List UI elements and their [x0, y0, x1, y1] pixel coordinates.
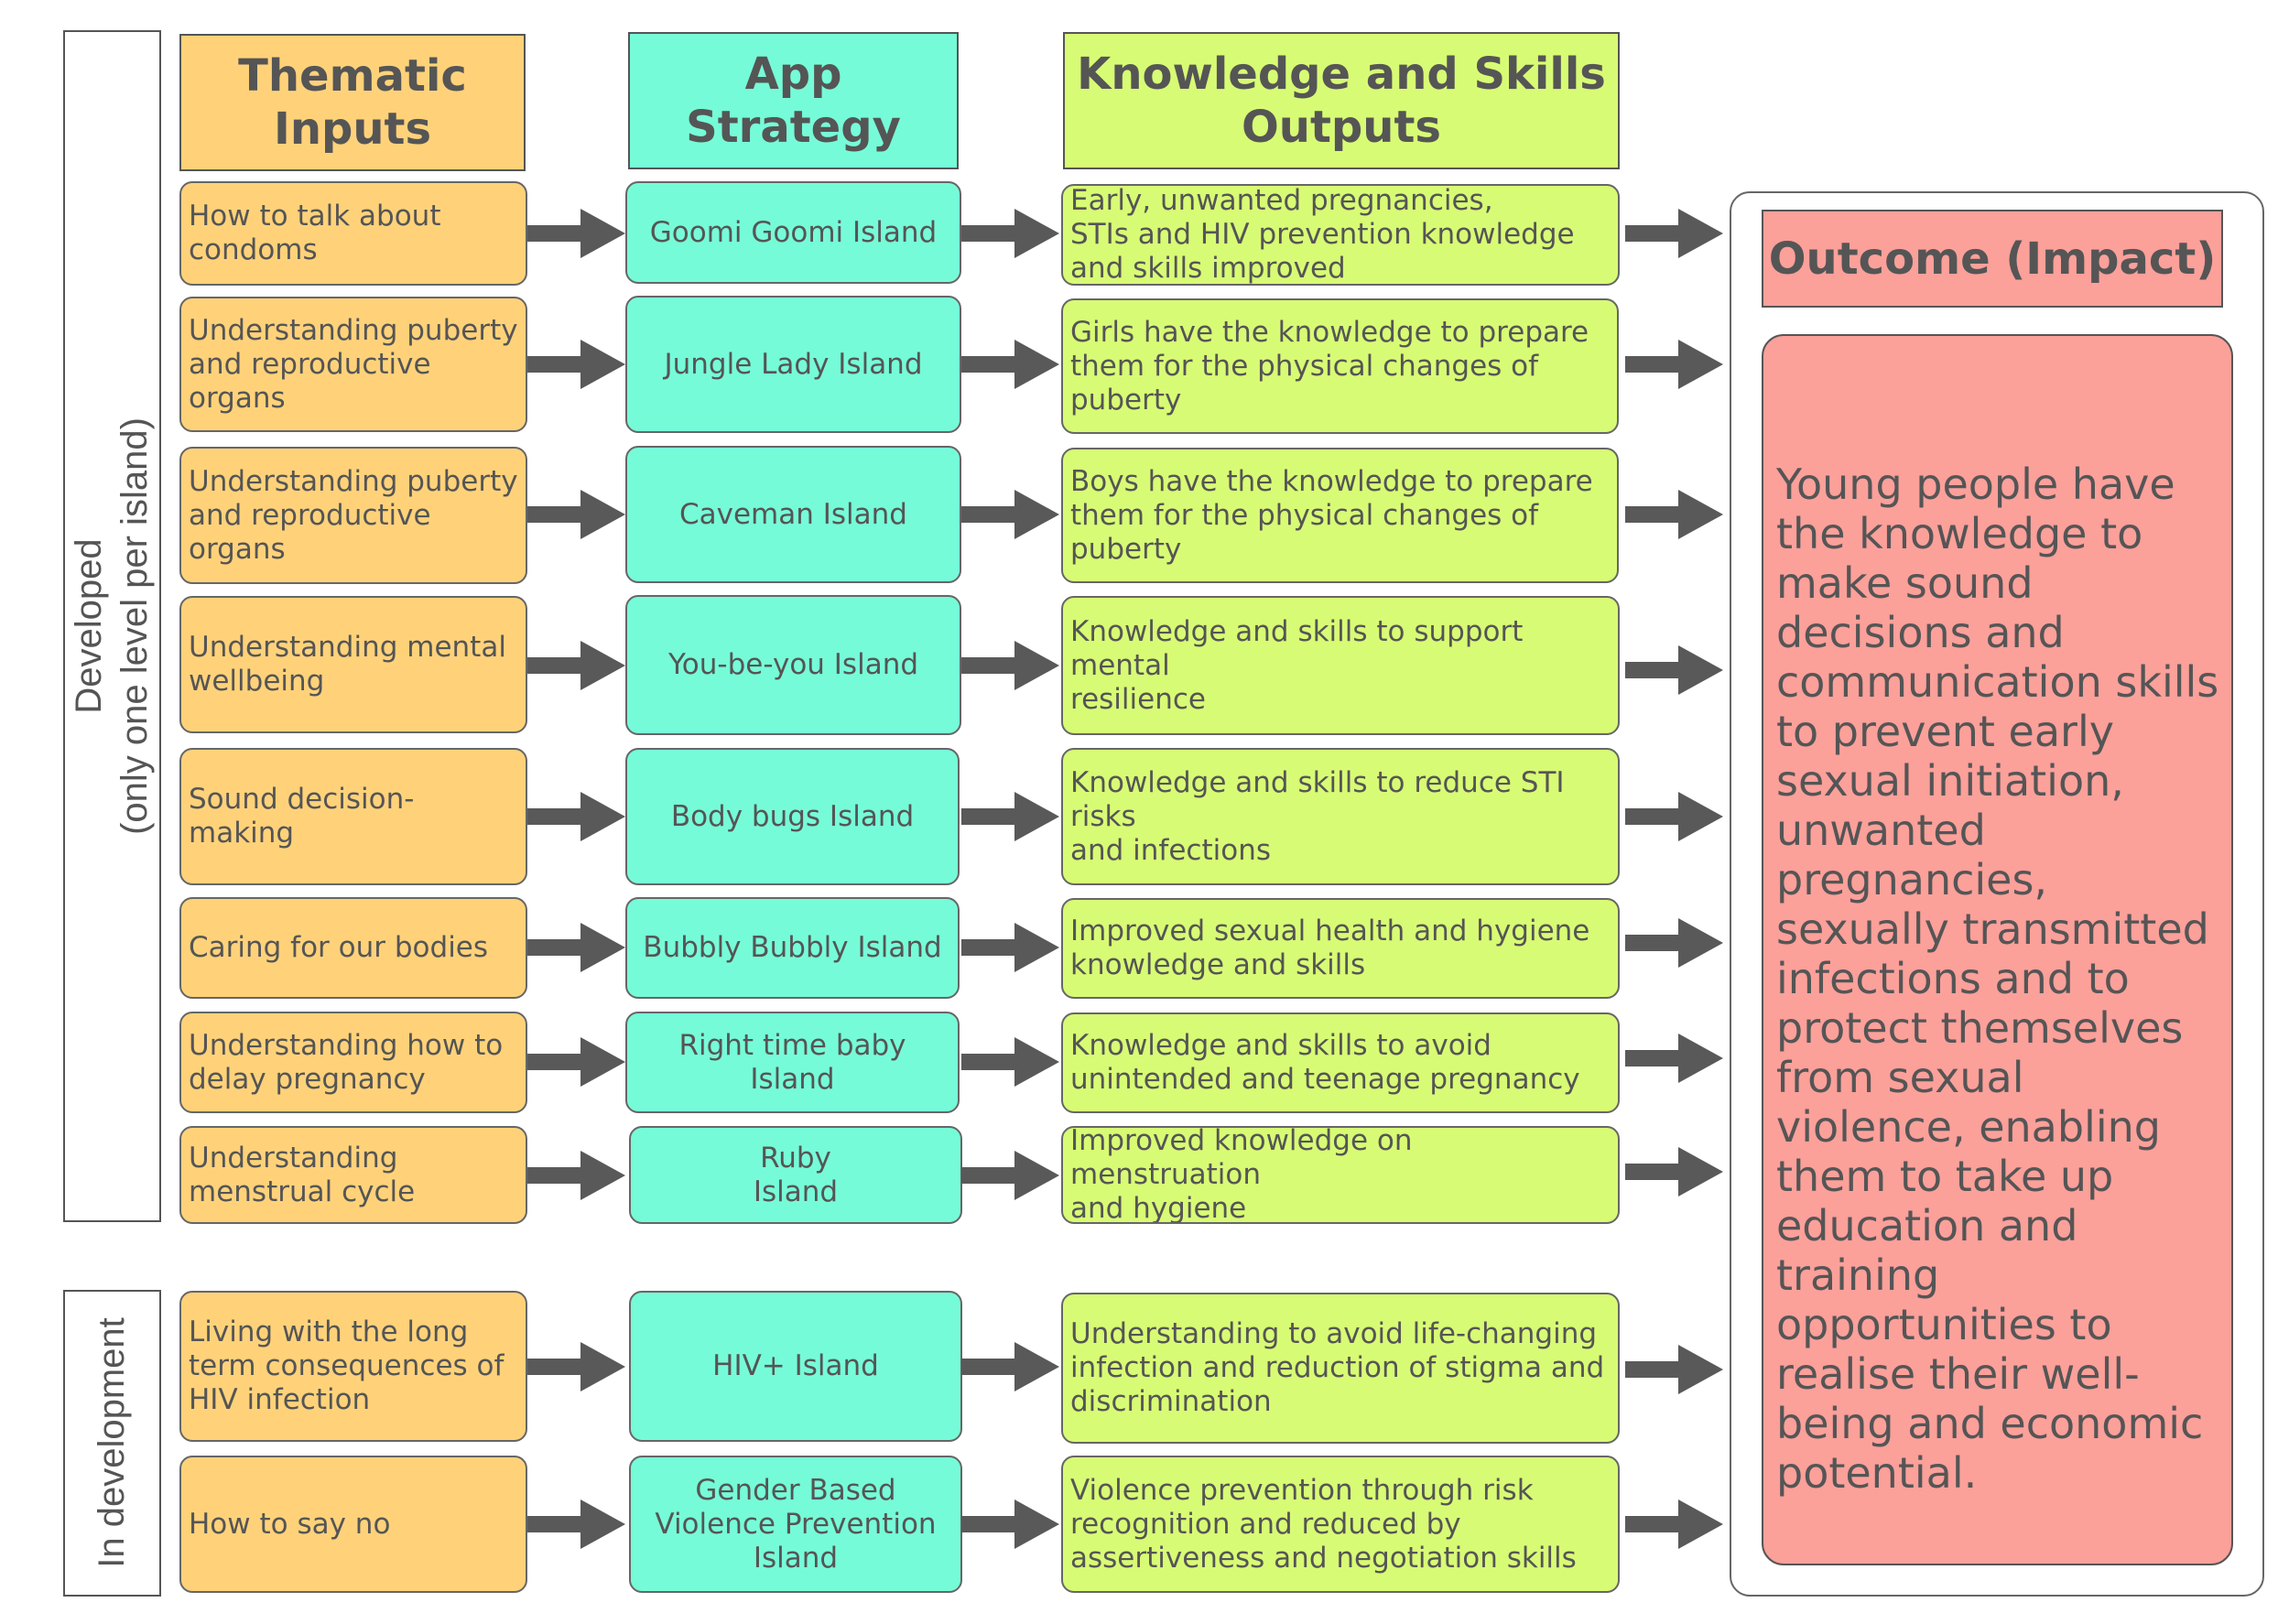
app-strategy-island-box: Jungle Lady Island	[625, 296, 961, 433]
right-arrow-icon	[1625, 1034, 1723, 1083]
right-arrow-icon	[961, 1151, 1059, 1200]
app-strategy-header: App Strategy	[628, 32, 959, 169]
knowledge-output-box: Knowledge and skills to support mental r…	[1061, 596, 1620, 735]
thematic-input-box: Caring for our bodies	[179, 897, 527, 999]
developed-group-label: Developed (only one level per island)	[69, 417, 155, 835]
app-strategy-island-box: Gender Based Violence Prevention Island	[629, 1456, 962, 1593]
right-arrow-icon	[1625, 645, 1723, 695]
knowledge-output-box: Violence prevention through risk recogni…	[1061, 1456, 1620, 1593]
app-strategy-island-box: Caveman Island	[625, 446, 961, 583]
thematic-input-box: Living with the long term consequences o…	[179, 1291, 527, 1442]
right-arrow-icon	[527, 1342, 625, 1391]
right-arrow-icon	[1625, 1345, 1723, 1394]
right-arrow-icon	[961, 490, 1059, 539]
knowledge-output-box: Understanding to avoid life-changing inf…	[1061, 1293, 1620, 1444]
app-strategy-island-box: Right time baby Island	[625, 1012, 960, 1113]
right-arrow-icon	[527, 1151, 625, 1200]
right-arrow-icon	[1625, 1499, 1723, 1549]
right-arrow-icon	[527, 340, 625, 389]
right-arrow-icon	[961, 641, 1059, 690]
thematic-input-box: How to say no	[179, 1456, 527, 1593]
app-strategy-island-box: Body bugs Island	[625, 748, 960, 885]
knowledge-output-box: Knowledge and skills to reduce STI risks…	[1061, 748, 1620, 885]
app-strategy-island-box: HIV+ Island	[629, 1291, 962, 1442]
thematic-input-box: Understanding mental wellbeing	[179, 596, 527, 733]
right-arrow-icon	[527, 1499, 625, 1549]
right-arrow-icon	[527, 209, 625, 258]
app-strategy-island-box: Ruby Island	[629, 1126, 962, 1224]
app-strategy-island-box: Bubbly Bubbly Island	[625, 897, 960, 999]
knowledge-skills-outputs-header: Knowledge and Skills Outputs	[1063, 32, 1620, 169]
right-arrow-icon	[527, 923, 625, 972]
right-arrow-icon	[961, 1499, 1059, 1549]
right-arrow-icon	[961, 209, 1059, 258]
right-arrow-icon	[961, 340, 1059, 389]
in-development-group-label: In development	[92, 1317, 132, 1568]
thematic-input-box: Understanding puberty and reproductive o…	[179, 447, 527, 584]
right-arrow-icon	[1625, 209, 1723, 258]
right-arrow-icon	[527, 1037, 625, 1087]
right-arrow-icon	[527, 490, 625, 539]
knowledge-output-box: Improved sexual health and hygiene knowl…	[1061, 898, 1620, 999]
thematic-input-box: Understanding menstrual cycle	[179, 1126, 527, 1224]
knowledge-output-box: Improved knowledge on menstruation and h…	[1061, 1126, 1620, 1224]
right-arrow-icon	[961, 792, 1059, 841]
in-development-group-frame	[63, 1290, 161, 1597]
app-strategy-island-box: Goomi Goomi Island	[625, 181, 961, 284]
right-arrow-icon	[1625, 1147, 1723, 1196]
thematic-input-box: How to talk about condoms	[179, 181, 527, 286]
right-arrow-icon	[527, 641, 625, 690]
thematic-input-box: Sound decision-making	[179, 748, 527, 885]
right-arrow-icon	[1625, 490, 1723, 539]
right-arrow-icon	[961, 923, 1059, 972]
outcome-impact-text: Young people have the knowledge to make …	[1762, 334, 2233, 1565]
developed-group-frame	[63, 30, 161, 1222]
thematic-input-box: Understanding how to delay pregnancy	[179, 1012, 527, 1113]
knowledge-output-box: Girls have the knowledge to prepare them…	[1061, 298, 1619, 434]
right-arrow-icon	[1625, 340, 1723, 389]
right-arrow-icon	[961, 1037, 1059, 1087]
app-strategy-island-box: You-be-you Island	[625, 595, 961, 735]
knowledge-output-box: Knowledge and skills to avoid unintended…	[1061, 1012, 1620, 1113]
right-arrow-icon	[527, 792, 625, 841]
knowledge-output-box: Early, unwanted pregnancies, STIs and HI…	[1061, 184, 1620, 286]
right-arrow-icon	[1625, 918, 1723, 968]
thematic-input-box: Understanding puberty and reproductive o…	[179, 297, 527, 432]
right-arrow-icon	[1625, 792, 1723, 841]
knowledge-output-box: Boys have the knowledge to prepare them …	[1061, 448, 1619, 583]
thematic-inputs-header: Thematic Inputs	[179, 34, 526, 171]
right-arrow-icon	[961, 1342, 1059, 1391]
outcome-impact-header: Outcome (Impact)	[1762, 210, 2223, 308]
